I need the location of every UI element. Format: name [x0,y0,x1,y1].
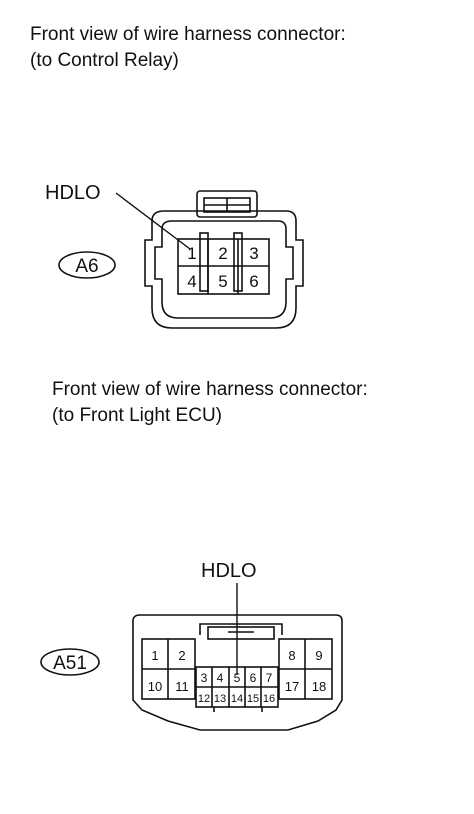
a51-pin-10: 10 [148,679,162,694]
a6-pin-labels: 1 2 3 4 5 6 [187,244,258,291]
connector-a51 [132,614,343,731]
a6-inner-housing [154,220,294,319]
a51-pin-4: 4 [217,671,224,685]
a51-latch [199,623,283,635]
a51-pin-7: 7 [266,671,273,685]
connector-a6-caption: Front view of wire harness connector: (t… [30,22,346,74]
a51-code-label: A51 [53,653,87,674]
a51-outer-housing [132,614,343,731]
a51-pin-5: 5 [234,671,241,685]
a6-code-oval [58,251,116,279]
a51-pin-16: 16 [263,693,275,705]
a6-pin-6: 6 [249,272,258,291]
a6-key-rib-left [199,232,209,292]
a51-pin-labels: 1 2 10 11 3 4 5 6 7 12 13 14 15 16 8 9 1… [148,648,326,705]
a51-pin-13: 13 [214,693,226,705]
a51-pin-11: 11 [175,679,189,694]
caption-line-2: (to Control Relay) [30,50,179,71]
a6-outer-housing [144,210,304,329]
a51-pin-1: 1 [151,648,158,663]
a51-pin-8: 8 [288,648,295,663]
a6-hdlo-label: HDLO [45,182,101,204]
a51-pin-3: 3 [201,671,208,685]
a51-pin-9: 9 [315,648,322,663]
a6-lock-tab-outer [196,190,258,218]
a51-pin-6: 6 [250,671,257,685]
a51-latch-inner [207,626,275,640]
a51-pin-18: 18 [312,679,326,694]
caption-line-2: (to Front Light ECU) [52,405,222,426]
a51-pin-15: 15 [247,693,259,705]
a51-hdlo-label: HDLO [201,560,257,582]
a6-pin-1: 1 [187,244,196,263]
a6-pin-4: 4 [187,272,196,291]
a51-code-oval [40,648,100,676]
a6-pin-2: 2 [218,244,227,263]
a51-pin-12: 12 [198,693,210,705]
connector-a51-caption: Front view of wire harness connector: (t… [52,377,368,429]
a6-hdlo-leader [115,192,191,250]
a51-pin-2: 2 [178,648,185,663]
a51-pin-17: 17 [285,679,299,694]
a51-pin-14: 14 [231,693,243,705]
a6-pin-3: 3 [249,244,258,263]
a6-pin-5: 5 [218,272,227,291]
caption-line-1: Front view of wire harness connector: [30,24,346,45]
a6-code-label: A6 [75,256,98,277]
caption-line-1: Front view of wire harness connector: [52,379,368,400]
